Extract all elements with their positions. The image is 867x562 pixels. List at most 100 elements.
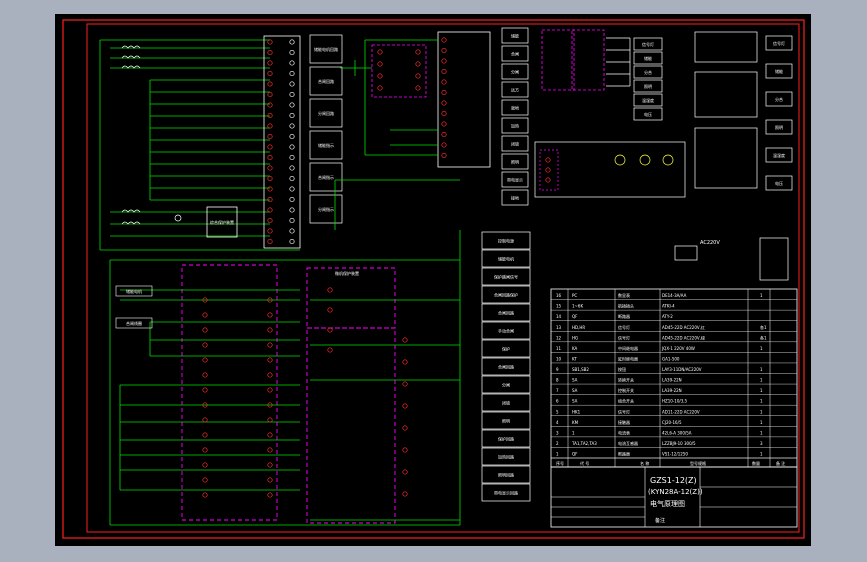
terminal-dot (267, 154, 273, 161)
function-box (481, 231, 531, 250)
function-box-label: 电压 (775, 180, 783, 186)
terminal-dot (545, 167, 551, 173)
terminal-dot (289, 123, 295, 129)
terminal-dot (402, 337, 408, 343)
bom-cell-name: 转换开关 (618, 377, 634, 383)
function-box-label: 照明回路 (498, 472, 514, 478)
terminal-dot (327, 287, 333, 293)
function-box (481, 267, 531, 286)
terminal-dot (289, 112, 295, 119)
function-box-label: 储能电机回路 (314, 46, 338, 52)
terminal-dot (402, 359, 408, 365)
bom-cell-name: 中间继电器 (618, 345, 638, 351)
bom-cell-name: 信号灯 (618, 324, 630, 330)
terminal-dot (267, 207, 273, 213)
terminal-dot (202, 477, 208, 483)
terminal-dot (289, 133, 295, 140)
function-box-label: 合闸 (511, 51, 519, 57)
function-box (481, 303, 531, 322)
bom-cell-model: ATY-2 (662, 314, 673, 319)
terminal-dot (267, 447, 273, 453)
function-box-label: 加热 (511, 123, 519, 129)
function-box (481, 249, 531, 268)
bom-cell-model: HZ10-10/3,5 (662, 399, 688, 404)
function-box (309, 34, 343, 64)
bom-cell-no: 13 (556, 325, 562, 330)
function-box-label: 分闸 (511, 69, 519, 75)
function-box-label: 分闸指示 (318, 206, 334, 212)
terminal-dot (441, 89, 447, 96)
function-box-label: 带电显示 (507, 177, 523, 183)
function-box (765, 91, 793, 107)
function-box (309, 162, 343, 192)
terminal-dot (267, 112, 273, 119)
terminal-dot (289, 228, 295, 234)
function-box-label: 照明 (502, 419, 510, 424)
indicator-box-3 (694, 127, 758, 189)
terminal-dot (441, 47, 447, 54)
function-box-label: 保护回路 (498, 436, 514, 442)
bom-cell-name: 电流表 (618, 429, 630, 435)
bom-cell-name: 数显表 (618, 292, 630, 298)
function-box (309, 66, 343, 96)
bom-cell-qty: 1 (760, 430, 763, 435)
relay-box (206, 206, 238, 238)
indicator-box-1 (694, 31, 758, 63)
terminal-dot (289, 70, 295, 77)
terminal-dot (202, 342, 208, 348)
function-box (501, 99, 529, 116)
bom-cell-no: 14 (556, 314, 562, 319)
bom-cell-qty: 1 (760, 409, 763, 414)
terminal-dot (402, 491, 408, 497)
bom-cell-code: SB1,SB2 (572, 367, 589, 372)
center-dashed-box (371, 44, 427, 98)
bom-col-seq: 序号 (556, 460, 564, 466)
relay-box-label: 综合保护装置 (210, 219, 234, 225)
function-box (481, 285, 531, 304)
terminal-dot (202, 402, 208, 408)
terminal-dot (202, 372, 208, 378)
function-box (501, 45, 529, 62)
sheet-label: 备注 (655, 517, 665, 524)
function-box-label: 加热回路 (498, 454, 514, 460)
terminal-dot (202, 492, 208, 498)
center-dots (377, 37, 447, 159)
terminal-dot (289, 49, 295, 56)
ac-device (674, 245, 698, 261)
terminal-dot (377, 85, 383, 91)
bom-cell-name: 断路器 (618, 313, 630, 319)
terminal-dot (267, 175, 273, 182)
terminal-dot (377, 73, 383, 79)
function-box-label: 控制电源 (498, 238, 514, 244)
bom-cell-model: LA39-22N (662, 378, 682, 383)
terminal-dot (289, 175, 295, 182)
block-close-coil (115, 317, 153, 329)
terminal-dot (441, 110, 447, 117)
terminal-dot (441, 131, 447, 138)
bom-cell-no: 5 (556, 409, 559, 414)
bom-col-name: 名 称 (640, 460, 649, 466)
function-box-label: 温湿度 (773, 152, 785, 158)
terminal-dot (202, 387, 208, 393)
bom-cell-qty: 1 (760, 420, 763, 425)
terminal-dot (267, 402, 273, 408)
terminal-dot (289, 81, 295, 87)
bom-cell-name: 信号灯 (618, 408, 630, 414)
function-box-label: 温湿度 (642, 97, 654, 103)
function-box (481, 465, 531, 484)
coil-symbols-left (121, 45, 182, 225)
block-close-label: 合闸线圈 (126, 320, 142, 326)
bom-cell-code: SA (572, 378, 578, 383)
terminal-dot (289, 39, 295, 45)
function-box (501, 171, 529, 188)
bom-cell-name: 组合开关 (618, 398, 634, 404)
bom-cell-no: 6 (556, 399, 559, 404)
bom-cell-name: 接触器 (618, 419, 630, 425)
bom-cell-no: 11 (556, 346, 562, 351)
model-line-2: (KYN28A-12(Z)) (648, 488, 703, 496)
dash-label: 微机保护装置 (335, 270, 359, 276)
